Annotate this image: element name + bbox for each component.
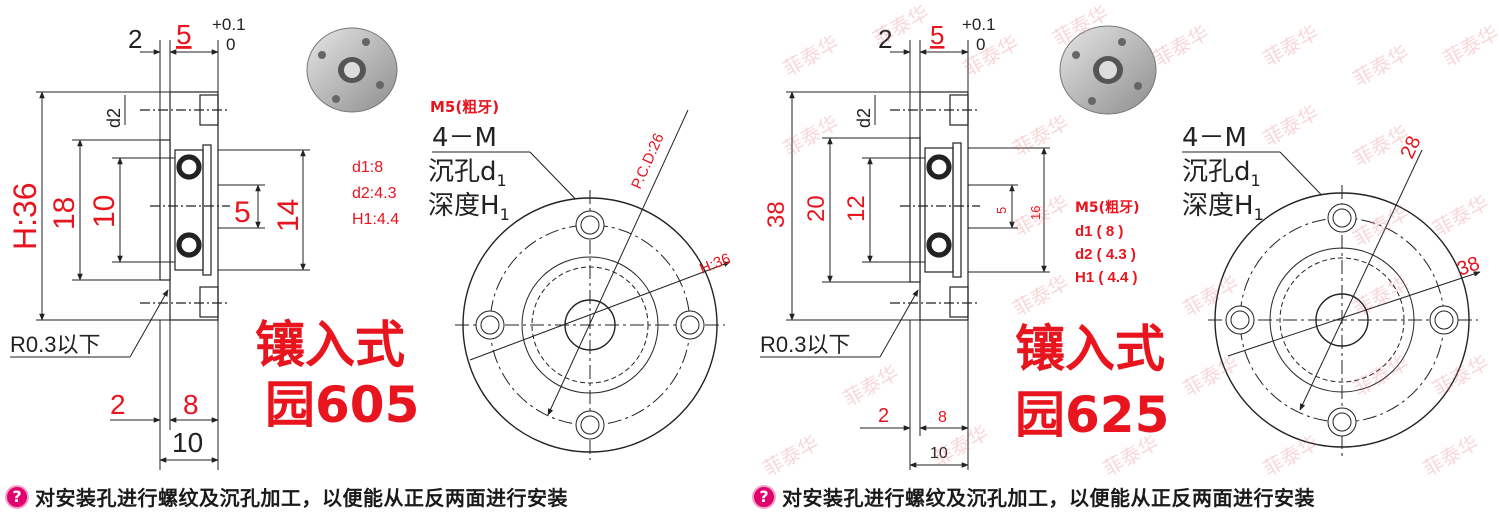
callout-shendu: 深度H1 (1182, 191, 1264, 224)
callout-4m: 4－M (1182, 123, 1247, 153)
dim-top-2: 2 (878, 24, 892, 54)
question-icon: ? (5, 484, 29, 509)
callout-chenkong: 沉孔d1 (1182, 157, 1261, 190)
dim-38: 38 (763, 201, 790, 228)
dim-12: 12 (843, 195, 870, 222)
dim-bottom-2: 2 (110, 389, 126, 420)
install-note-left: ? 对安装孔进行螺纹及沉孔加工，以便能从正反两面进行安装 (5, 478, 568, 515)
dimension-lines-625 (760, 40, 1050, 470)
param-d2: d2 ( 4.3 ) (1075, 246, 1136, 263)
title-line2: 园605 (265, 376, 419, 434)
param-d1: d1:8 (352, 159, 383, 176)
dim-front-28: 28 (1396, 133, 1425, 162)
dim-bottom-8: 8 (938, 409, 947, 426)
dim-bottom-10: 10 (172, 427, 203, 458)
tolerance-zero: 0 (976, 35, 985, 54)
question-icon: ? (752, 484, 776, 509)
dim-d2: d2 (854, 108, 874, 128)
dim-18: 18 (48, 197, 81, 230)
side-view-605 (140, 91, 230, 321)
callout-shendu: 深度H1 (428, 191, 510, 224)
drawing-panel-625: 2 5 +0.1 0 38 20 12 d2 5 16 2 8 10 R0.3以… (750, 0, 1500, 480)
param-h1: H1 ( 4.4 ) (1075, 269, 1138, 286)
callout-4m: 4－M (432, 123, 497, 153)
dim-10: 10 (88, 195, 121, 228)
bearing-photo-625 (1059, 25, 1157, 115)
callout-chenkong: 沉孔d1 (428, 157, 507, 190)
param-m5: M5(粗牙) (430, 98, 499, 116)
dim-5: 5 (994, 207, 1009, 214)
dim-d2: d2 (104, 108, 124, 128)
side-view-625 (890, 91, 980, 321)
drawing-625-svg: 2 5 +0.1 0 38 20 12 d2 5 16 2 8 10 R0.3以… (760, 15, 1483, 470)
tolerance-plus: +0.1 (212, 15, 246, 34)
param-m5: M5(粗牙) (1075, 199, 1139, 216)
title-line1: 镶入式 (255, 316, 405, 374)
dim-14: 14 (272, 199, 305, 232)
install-note-right: ? 对安装孔进行螺纹及沉孔加工，以便能从正反两面进行安装 (752, 478, 1315, 515)
tolerance-zero: 0 (226, 35, 235, 54)
label-r03: R0.3以下 (10, 332, 100, 357)
dim-top-5: 5 (930, 20, 944, 50)
title-line2: 园625 (1015, 386, 1169, 444)
dim-h36: H:36 (7, 182, 43, 250)
drawing-panel-605: 2 5 +0.1 0 H:36 18 10 d2 5 14 2 8 10 R0.… (0, 0, 750, 480)
param-d1: d1 ( 8 ) (1075, 223, 1123, 240)
dim-front-h36: H:36 (697, 250, 733, 278)
dim-top-2: 2 (128, 24, 142, 54)
drawing-605-svg: 2 5 +0.1 0 H:36 18 10 d2 5 14 2 8 10 R0.… (7, 15, 733, 470)
dim-20: 20 (803, 195, 830, 222)
title-line1: 镶入式 (1015, 320, 1165, 378)
param-d2: d2:4.3 (352, 185, 397, 202)
dim-bottom-10: 10 (930, 445, 948, 462)
front-view-605 (455, 109, 731, 460)
dim-16: 16 (1028, 206, 1043, 220)
label-r03: R0.3以下 (760, 332, 850, 357)
dim-bottom-8: 8 (183, 389, 199, 420)
front-view-625 (1208, 149, 1481, 458)
dim-bottom-2: 2 (878, 405, 889, 427)
install-note-text: 对安装孔进行螺纹及沉孔加工，以便能从正反两面进行安装 (35, 486, 568, 510)
tolerance-plus: +0.1 (962, 15, 996, 34)
bearing-photo-605 (306, 27, 398, 113)
param-h1: H1:4.4 (352, 211, 399, 228)
dim-pcd: P.C.D:26 (628, 131, 668, 192)
dim-5: 5 (234, 196, 251, 229)
dimension-lines-605 (10, 40, 310, 470)
install-note-text: 对安装孔进行螺纹及沉孔加工，以便能从正反两面进行安装 (782, 486, 1315, 510)
dim-top-5: 5 (176, 19, 192, 50)
